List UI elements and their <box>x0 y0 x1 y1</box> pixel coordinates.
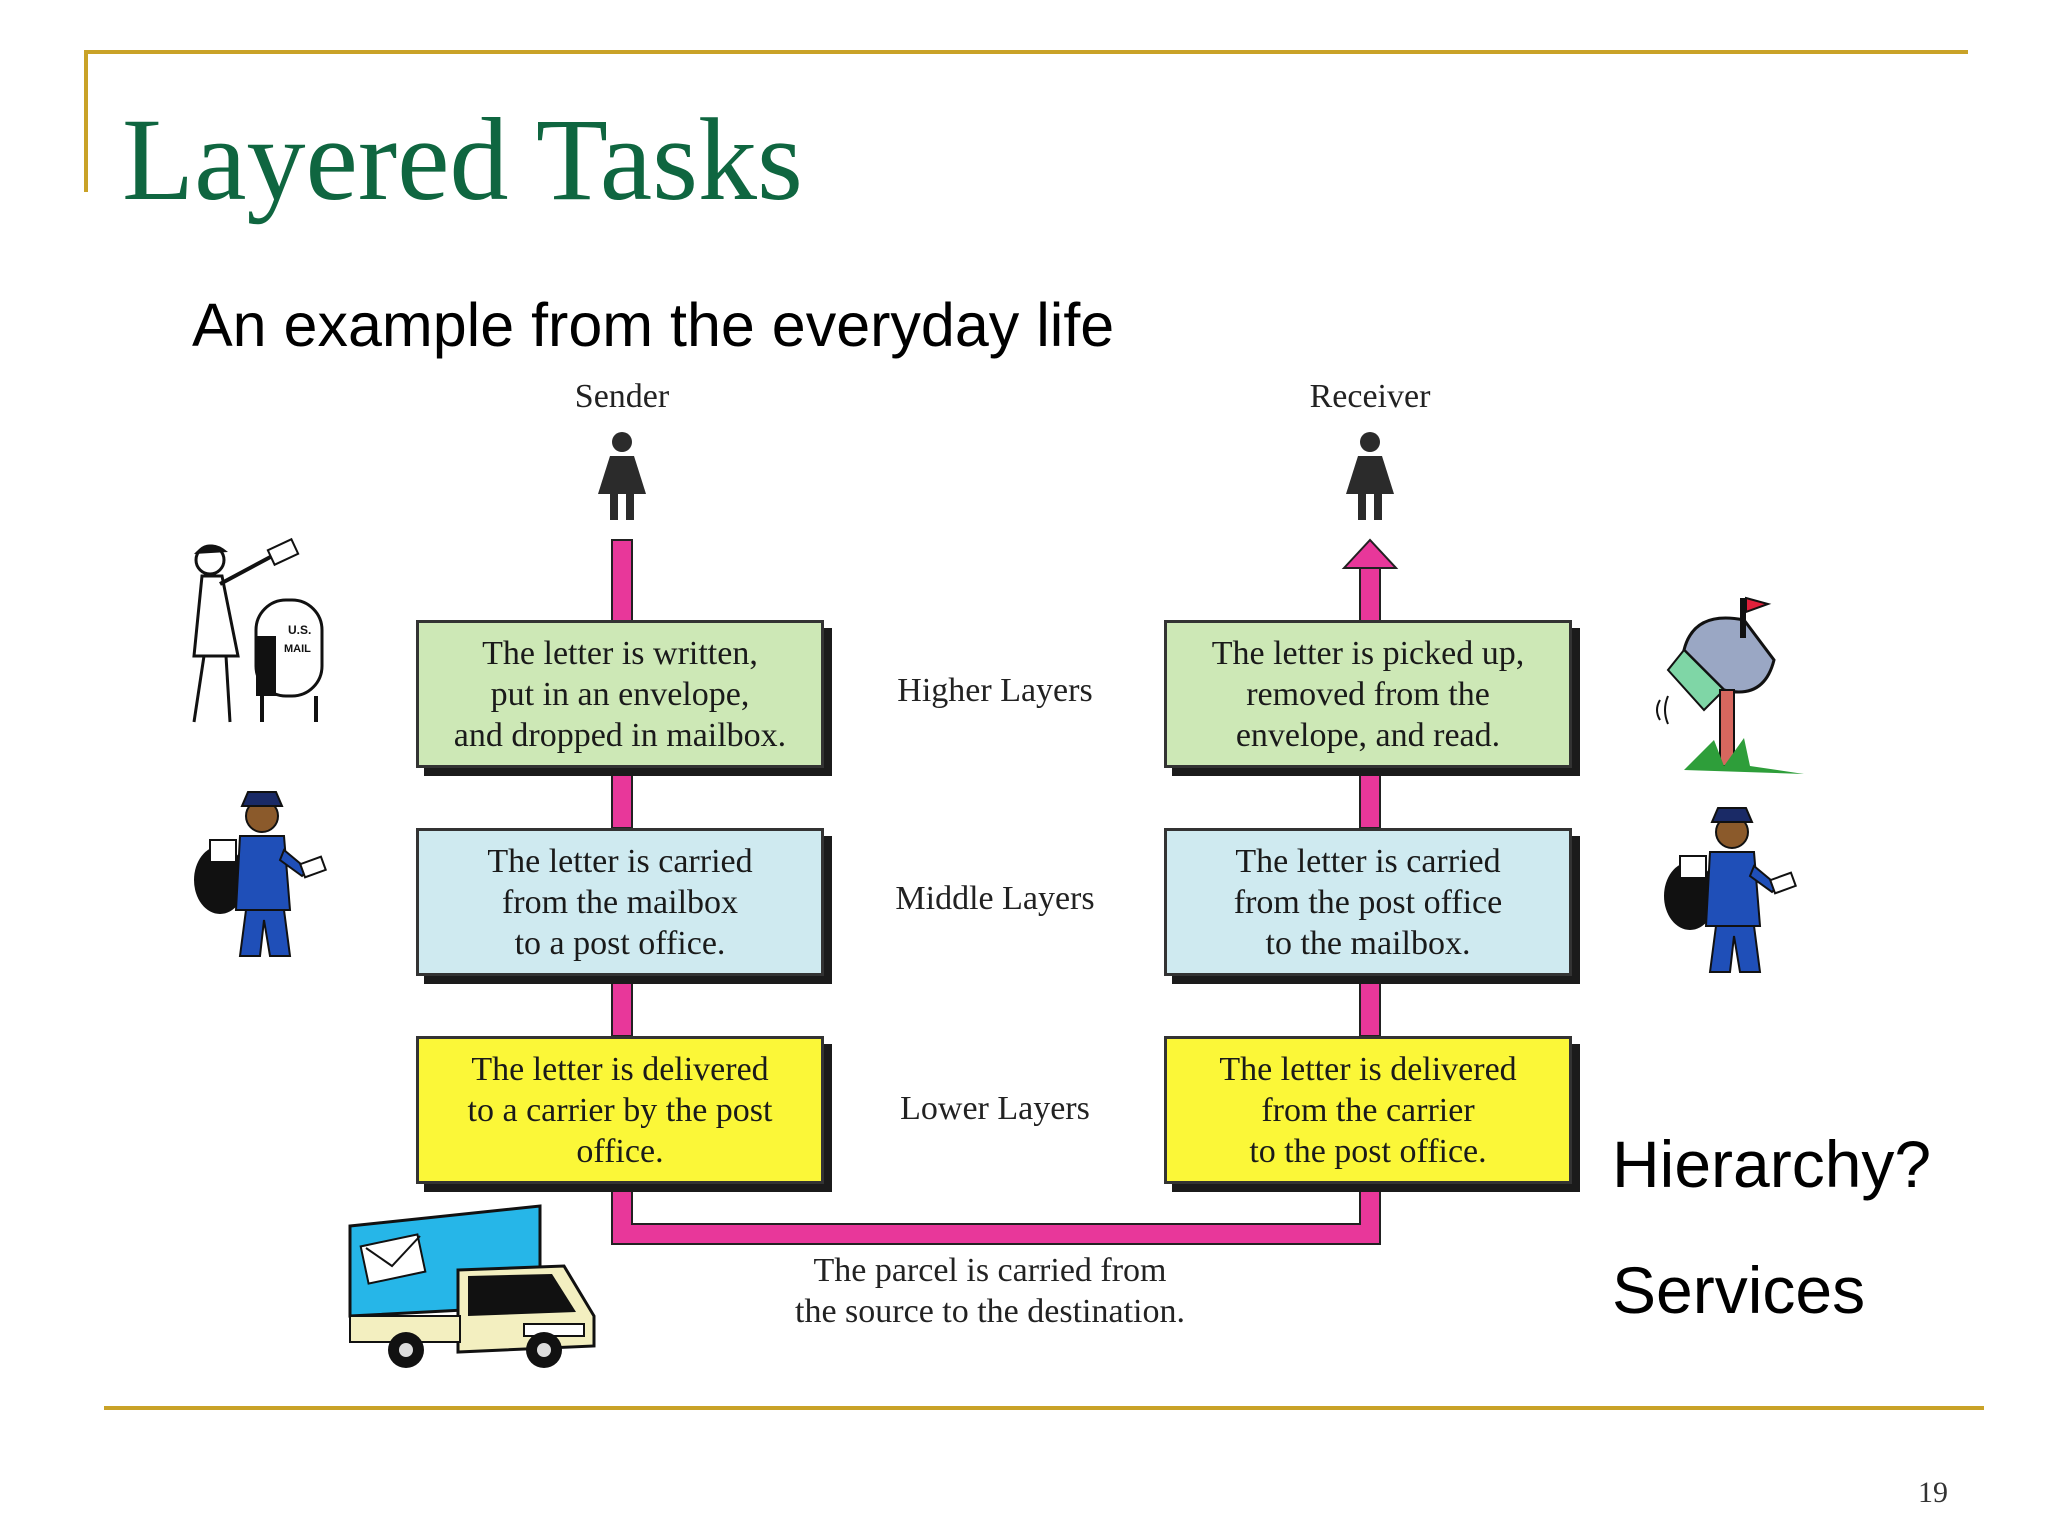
sender-higher-box: The letter is written, put in an envelop… <box>416 620 824 768</box>
receiver-middle-box: The letter is carried from the post offi… <box>1164 828 1572 976</box>
mail-carrier-icon <box>194 791 328 957</box>
services-note: Services <box>1612 1253 1866 1327</box>
hierarchy-question: Hierarchy? <box>1612 1127 1932 1201</box>
layer-label-middle: Middle Layers <box>895 880 1095 917</box>
sender-label: Sender <box>574 378 670 415</box>
page-number: 19 <box>1918 1476 1948 1509</box>
mail-carrier-icon-receiver <box>1664 807 1798 973</box>
mailbox-label-mail: MAIL <box>284 643 311 655</box>
layer-label-lower: Lower Layers <box>900 1090 1090 1127</box>
rural-mailbox-icon <box>1656 596 1804 774</box>
receiver-higher-box: The letter is picked up, removed from th… <box>1164 620 1572 768</box>
receiver-lower-box: The letter is delivered from the carrier… <box>1164 1036 1572 1184</box>
receiver-higher-text: The letter is picked up, removed from th… <box>1211 634 1525 754</box>
sender-middle-text: The letter is carried from the mailbox t… <box>487 842 753 962</box>
parcel-caption: The parcel is carried from the source to… <box>795 1252 1185 1330</box>
receiver-lower-text: The letter is delivered from the carrier… <box>1219 1050 1517 1170</box>
woman-mailbox-icon: U.S. MAIL <box>192 537 324 723</box>
sender-lower-box: The letter is delivered to a carrier by … <box>416 1036 824 1184</box>
sender-middle-box: The letter is carried from the mailbox t… <box>416 828 824 976</box>
sender-higher-text: The letter is written, put in an envelop… <box>453 634 787 754</box>
receiver-middle-text: The letter is carried from the post offi… <box>1233 842 1503 962</box>
truck-icon <box>348 1204 596 1368</box>
slide-title: Layered Tasks <box>122 94 803 225</box>
slide-subtitle: An example from the everyday life <box>192 291 1115 359</box>
mailbox-label-us: U.S. <box>288 623 311 637</box>
receiver-person-icon <box>1346 432 1394 520</box>
receiver-label: Receiver <box>1309 378 1431 415</box>
layer-label-higher: Higher Layers <box>897 672 1093 709</box>
sender-person-icon <box>598 432 646 520</box>
sender-lower-text: The letter is delivered to a carrier by … <box>467 1050 773 1170</box>
